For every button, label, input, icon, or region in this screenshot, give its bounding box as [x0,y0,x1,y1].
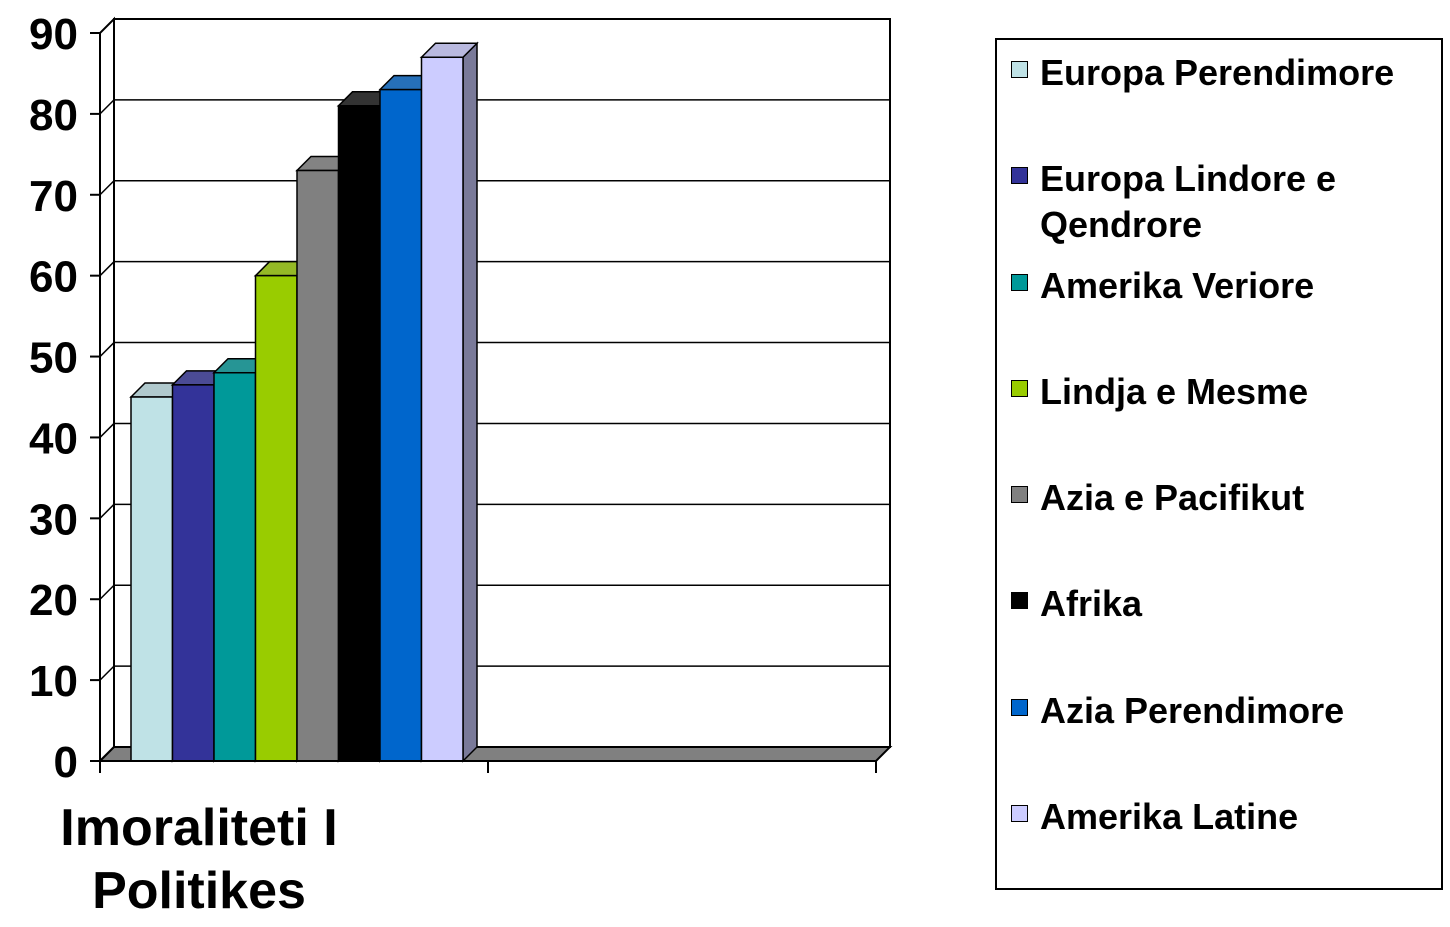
bar-front [213,371,257,762]
legend-swatch [1011,805,1028,822]
legend-item: Azia Perendimore [1011,688,1435,734]
bar-amerika-latine [419,41,479,763]
legend-swatch [1011,699,1028,716]
legend-item: Amerika Veriore [1011,263,1435,309]
bar-front [337,105,381,762]
legend-label: Azia Perendimore [1040,690,1345,731]
legend-item: Europa Perendimore [1011,50,1435,96]
legend-swatch [1011,380,1028,397]
bar-front [420,56,464,762]
legend-item: Lindja e Mesme [1011,369,1435,415]
legend-label: Europa Lindore e Qendrore [1040,158,1337,245]
y-tick-label: 30 [29,495,78,544]
gridline-depth [99,584,115,600]
bar-front [254,274,298,762]
chart-bars [129,41,479,763]
legend-label: Afrika [1040,583,1143,624]
y-tick-label: 50 [29,334,78,383]
gridline-depth [99,503,115,519]
legend-item: Azia e Pacifikut [1011,475,1435,521]
side-wall [99,16,115,764]
gridline-depth [99,180,115,196]
legend-swatch [1011,61,1028,78]
legend-label: Azia e Pacifikut [1040,477,1305,518]
gridline-depth [99,665,115,681]
legend-item: Europa Lindore e Qendrore [1011,156,1435,248]
gridline-depth [99,261,115,277]
legend-item: Afrika [1011,581,1435,627]
bar-front [171,384,215,762]
legend-swatch [1011,274,1028,291]
gridline-depth [99,18,115,34]
y-tick-label: 20 [29,576,78,625]
bar-front [130,396,174,762]
legend-item: Amerika Latine [1011,794,1435,840]
y-tick-label: 70 [29,172,78,221]
gridline-depth [99,99,115,115]
legend-label: Amerika Veriore [1040,265,1315,306]
legend-label: Amerika Latine [1040,796,1299,837]
gridline-depth [99,342,115,358]
y-axis-tick-labels: 0 10 20 30 40 50 60 70 80 90 [29,10,78,787]
y-tick-label: 0 [54,738,78,787]
y-tick-label: 80 [29,91,78,140]
legend-swatch [1011,167,1028,184]
y-tick-label: 60 [29,253,78,302]
bar-side [462,41,478,763]
bar-front [296,169,340,762]
legend-swatch [1011,486,1028,503]
gridline-depth [99,422,115,438]
bar-front [379,88,423,762]
y-tick-label: 10 [29,657,78,706]
y-tick-label: 40 [29,414,78,463]
legend-swatch [1011,592,1028,609]
legend-label: Europa Perendimore [1040,52,1395,93]
y-tick-label: 90 [29,10,78,59]
chart-axes [90,32,877,773]
legend-label: Lindja e Mesme [1040,371,1309,412]
